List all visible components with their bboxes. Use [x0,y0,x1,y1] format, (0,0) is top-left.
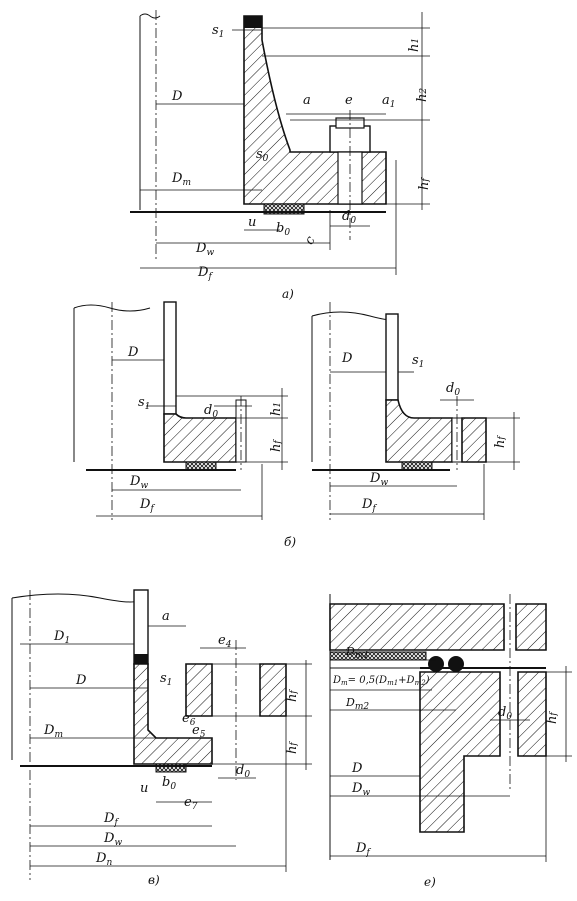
label-a-s0: s0 [256,147,269,164]
label-a-s1: s1 [212,23,224,40]
label-c-a: a [162,609,170,624]
label-c-d0: d0 [236,763,250,780]
label-a-Dm: Dm [171,171,191,188]
label-c-s1: s1 [160,671,172,688]
label-c-D: D [75,673,87,688]
label-b-left-d0: d0 [204,403,218,420]
label-c-Dm: Dm [43,723,63,740]
label-d-d0: d0 [498,705,512,722]
label-b-right-s1: s1 [412,353,424,370]
label-c-b0: b0 [162,775,176,792]
figure-b-right: D s1 d0 hf Dw Df б) [284,302,520,549]
label-d-hf: hf [545,711,560,724]
label-b-left-h1: h1 [269,402,284,416]
label-c-hf1: hf [285,689,300,702]
label-b-left-s1: s1 [138,395,150,412]
label-b-left-D: D [127,345,139,360]
label-c-D1: D1 [53,629,70,646]
label-b-left-Dw: Dw [129,474,148,491]
label-d-Dm1: Dm1 [345,645,369,661]
label-d-Dw: Dw [351,781,370,798]
label-a-hf: hf [417,177,432,190]
label-a-a: a [303,93,311,108]
caption-a: а) [282,287,294,301]
label-c-e5: e5 [192,723,206,740]
label-b-left-hf: hf [269,439,284,452]
label-b-right-Dw: Dw [369,471,388,488]
label-a-D: D [171,89,183,104]
label-a-c: c [302,233,319,247]
caption-d: е) [424,875,436,889]
label-c-e7: e7 [184,795,198,812]
label-d-Dm2: Dm2 [345,696,369,712]
figure-b-left: D s1 d0 h1 hf Dw Df [73,301,288,520]
caption-b: б) [284,535,296,549]
label-a-Dw: Dw [195,241,214,258]
label-d-Dm-formula: Dm= 0,5(Dm1+Dm2) [332,675,430,687]
label-a-u: u [248,215,256,230]
label-b-right-d0: d0 [446,381,460,398]
label-c-hf: hf [285,741,300,754]
label-d-D: D [351,761,363,776]
label-c-Dn: Dn [95,851,112,868]
caption-c: в) [148,873,160,887]
label-a-h2: h2 [415,88,430,102]
label-c-e6: e6 [182,711,196,728]
label-b-left-Df: Df [139,497,155,514]
label-a-Df: Df [197,265,213,282]
label-b-right-Df: Df [361,497,377,514]
label-c-e4: e4 [218,633,232,650]
label-c-u: u [140,781,148,796]
label-a-e: e [345,93,353,108]
label-b-right-D: D [341,351,353,366]
label-a-a1: a1 [382,93,396,110]
figure-c: a D1 e4 D s1 hf e6 e5 Dm hf b0 d0 u e7 D… [11,589,312,887]
label-d-Df: Df [355,841,371,858]
label-a-h1: h1 [407,38,422,52]
figure-a: s1 h1 h2 D a e a1 s0 Dm hf u b0 d0 c Dw … [130,10,432,301]
label-b-right-hf: hf [493,435,508,448]
label-c-Dw: Dw [103,831,122,848]
label-c-Df: Df [103,811,119,828]
label-a-b0: b0 [276,221,290,238]
label-a-d0: d0 [342,209,356,226]
figure-d: Dm1 Dm= 0,5(Dm1+Dm2) Dm2 d0 hf D Dw Df е… [329,594,572,889]
